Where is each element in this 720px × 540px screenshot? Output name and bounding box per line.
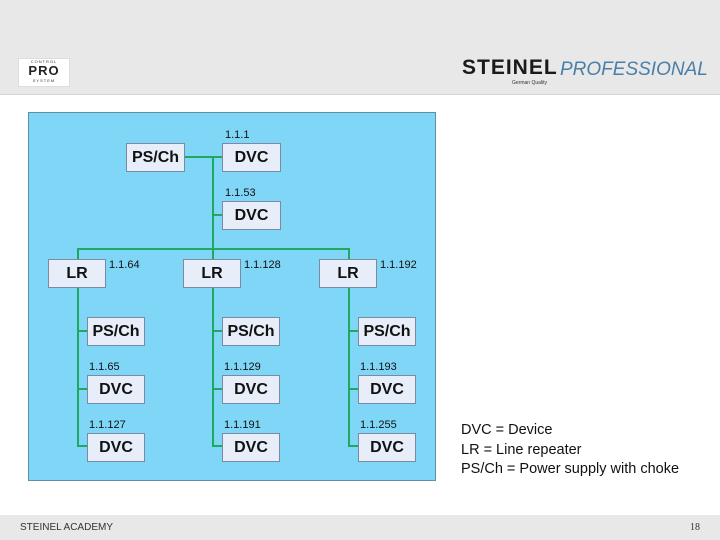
branch-line bbox=[348, 248, 350, 447]
footer: STEINEL ACADEMY 18 bbox=[0, 515, 720, 540]
power-supply-node: PS/Ch bbox=[126, 143, 185, 172]
control-pro-logo: CONTROL PRO SYSTEM bbox=[18, 58, 70, 87]
connector bbox=[348, 445, 358, 447]
address-label: 1.1.1 bbox=[225, 129, 250, 141]
connector bbox=[212, 330, 222, 332]
legend-item: PS/Ch = Power supply with choke bbox=[461, 461, 680, 477]
legend-item: DVC = Device bbox=[461, 422, 553, 438]
page-number: 18 bbox=[690, 522, 700, 533]
device-node: DVC bbox=[87, 375, 145, 404]
device-node: DVC bbox=[222, 143, 281, 172]
device-node: DVC bbox=[358, 375, 416, 404]
trunk-line bbox=[212, 156, 214, 249]
logo-bottom-text: SYSTEM bbox=[32, 78, 56, 83]
connector bbox=[184, 156, 222, 158]
address-label: 1.1.65 bbox=[89, 361, 120, 373]
address-label: 1.1.129 bbox=[224, 361, 261, 373]
logo-main-text: PRO bbox=[28, 63, 60, 78]
logo-top-text: CONTROL bbox=[30, 59, 58, 64]
connector bbox=[348, 388, 358, 390]
professional-text: PROFESSIONAL bbox=[560, 59, 708, 80]
device-node: DVC bbox=[222, 375, 280, 404]
connector bbox=[77, 330, 87, 332]
connector bbox=[212, 388, 222, 390]
connector bbox=[212, 214, 222, 216]
power-supply-node: PS/Ch bbox=[87, 317, 145, 346]
header: CONTROL PRO SYSTEM STEINEL PROFESSIONAL … bbox=[0, 0, 720, 95]
device-node: DVC bbox=[222, 201, 281, 230]
address-label: 1.1.192 bbox=[380, 259, 417, 271]
device-node: DVC bbox=[87, 433, 145, 462]
address-label: 1.1.53 bbox=[225, 187, 256, 199]
branch-line bbox=[77, 248, 79, 447]
steinel-logo: STEINEL bbox=[462, 56, 558, 79]
tagline: German Quality bbox=[512, 80, 548, 86]
line-repeater-node: LR bbox=[48, 259, 106, 288]
line-repeater-node: LR bbox=[319, 259, 377, 288]
connector bbox=[348, 330, 358, 332]
footer-label: STEINEL ACADEMY bbox=[20, 522, 113, 533]
address-label: 1.1.193 bbox=[360, 361, 397, 373]
address-label: 1.1.255 bbox=[360, 419, 397, 431]
address-label: 1.1.191 bbox=[224, 419, 261, 431]
power-supply-node: PS/Ch bbox=[222, 317, 280, 346]
address-label: 1.1.128 bbox=[244, 259, 281, 271]
legend: DVC = Device LR = Line repeater PS/Ch = … bbox=[461, 421, 679, 480]
connector bbox=[212, 445, 222, 447]
device-node: DVC bbox=[358, 433, 416, 462]
line-repeater-node: LR bbox=[183, 259, 241, 288]
branch-line bbox=[212, 248, 214, 447]
address-label: 1.1.127 bbox=[89, 419, 126, 431]
power-supply-node: PS/Ch bbox=[358, 317, 416, 346]
device-node: DVC bbox=[222, 433, 280, 462]
legend-item: LR = Line repeater bbox=[461, 441, 582, 458]
connector bbox=[77, 445, 87, 447]
address-label: 1.1.64 bbox=[109, 259, 140, 271]
connector bbox=[77, 388, 87, 390]
